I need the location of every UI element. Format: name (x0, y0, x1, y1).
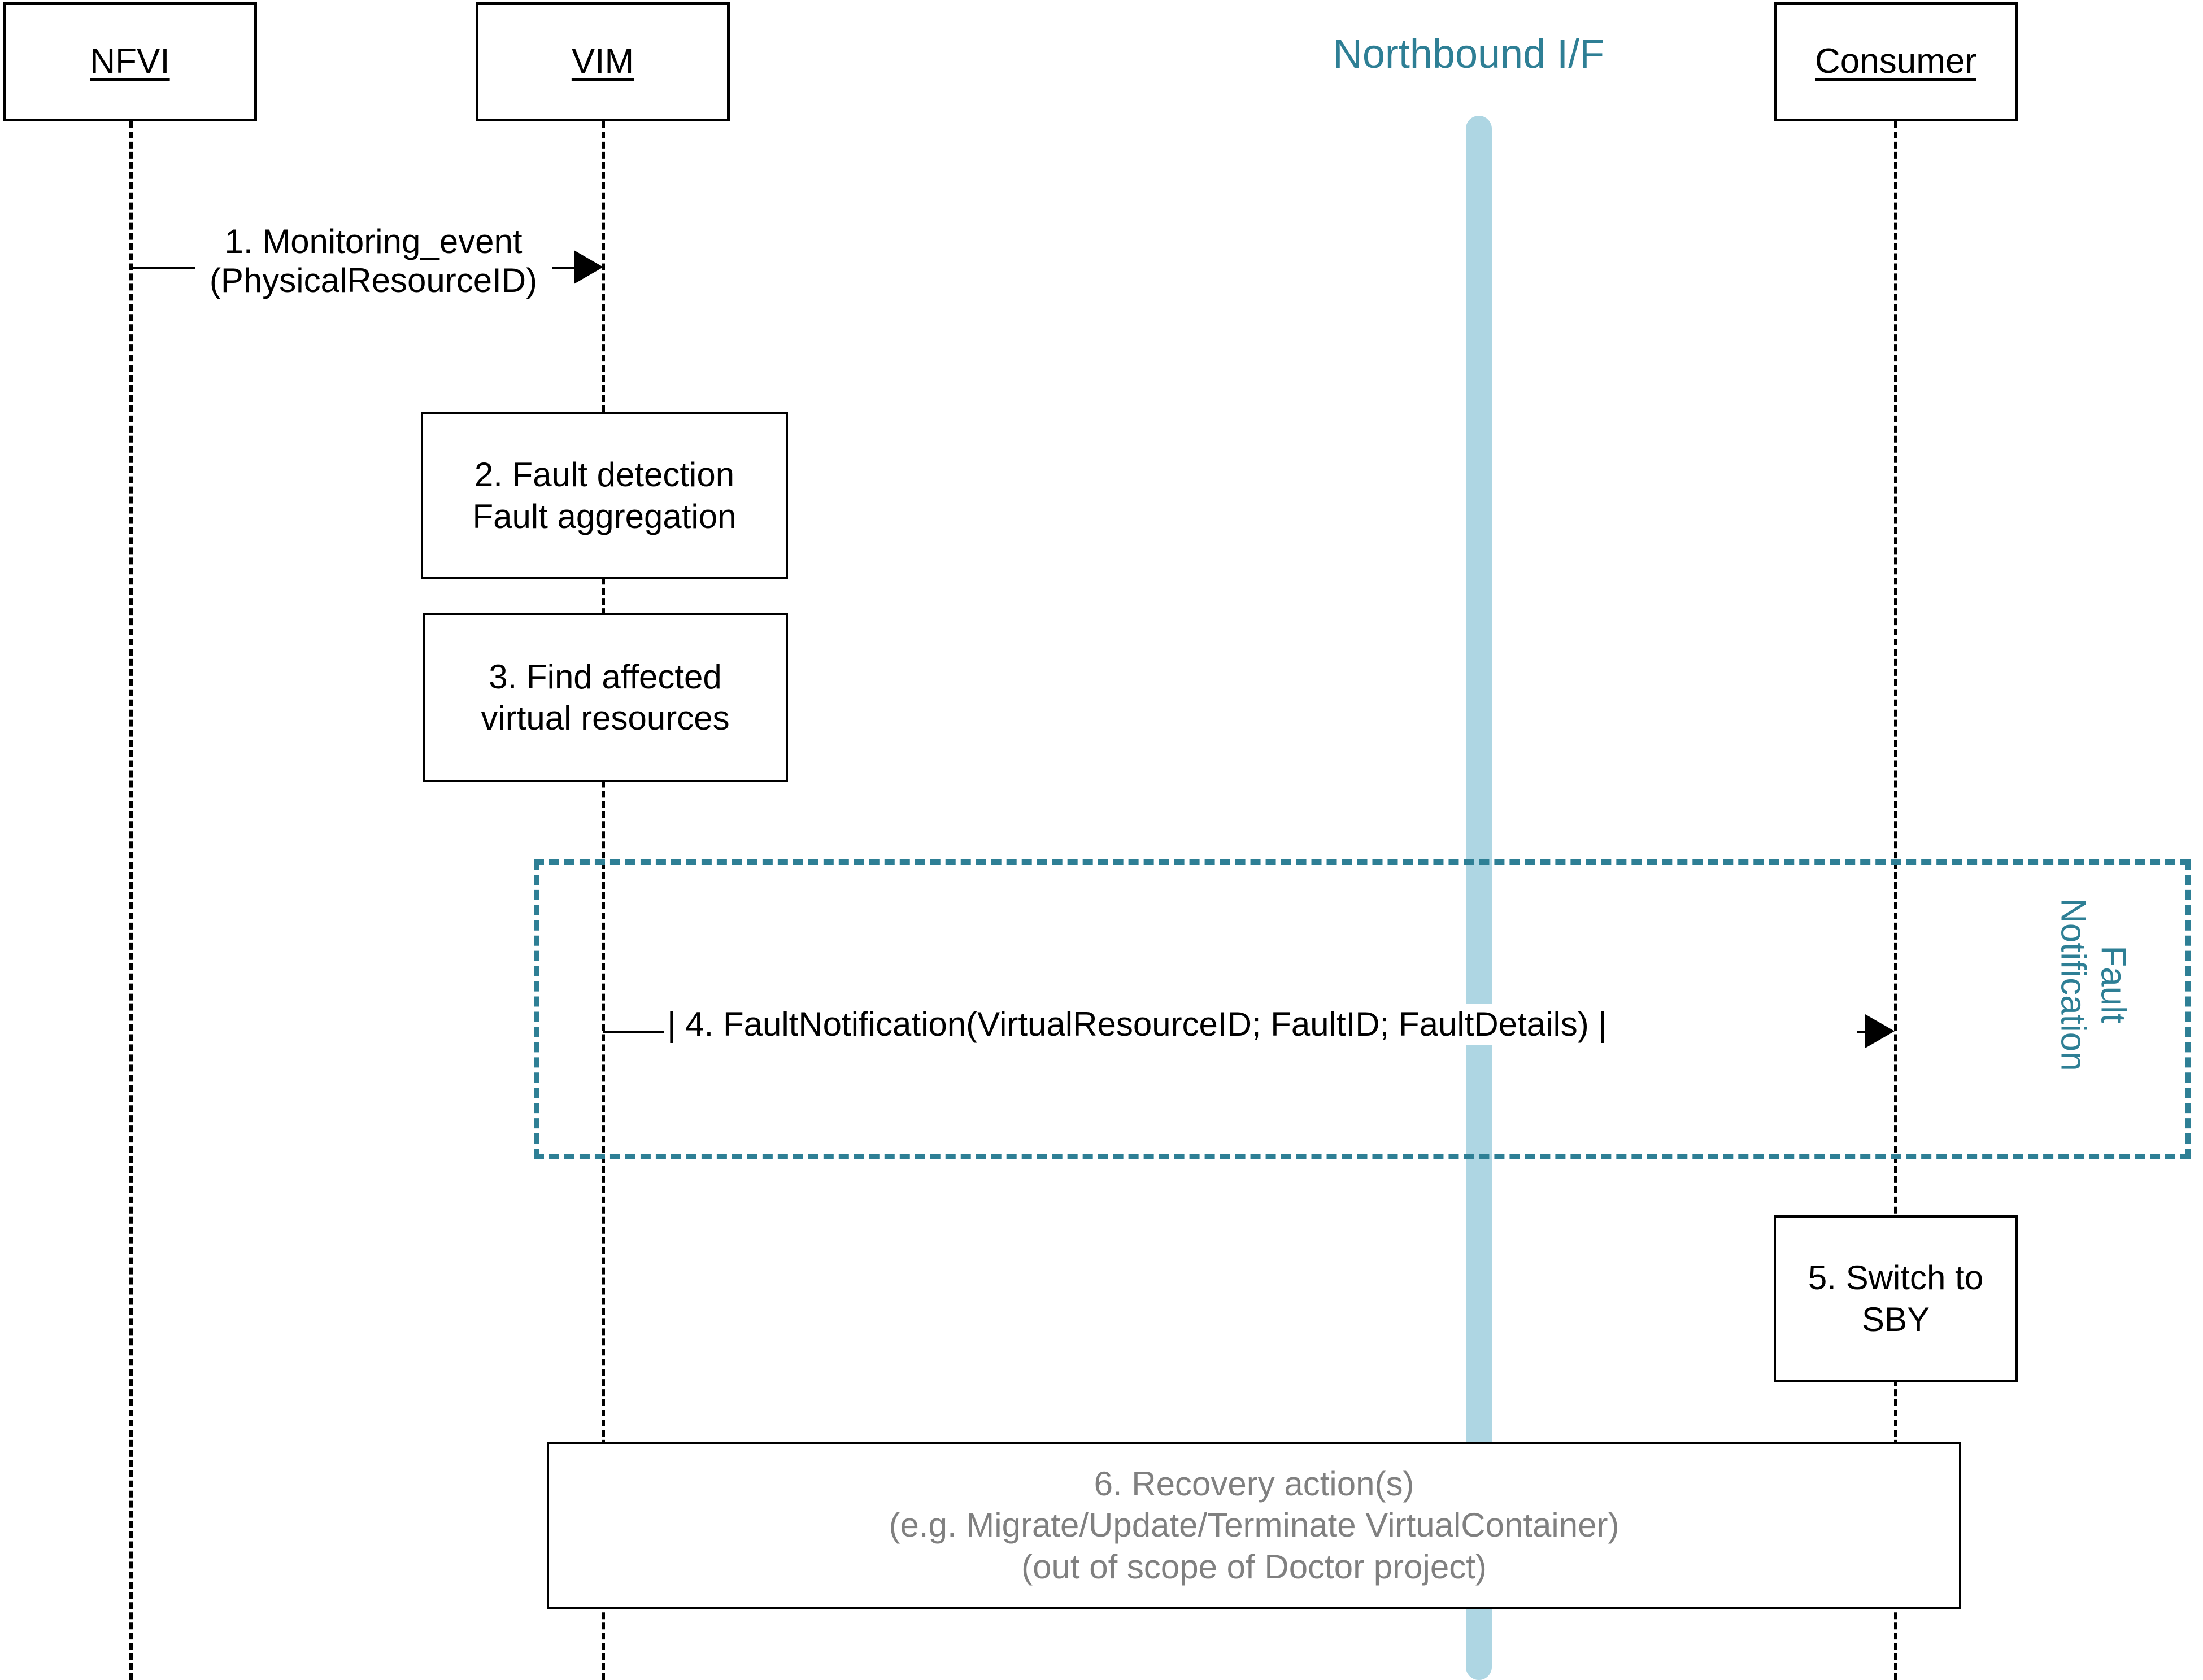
action-box-2-line2: Fault aggregation (472, 497, 737, 535)
action-box-6-line2: (e.g. Migrate/Update/Terminate VirtualCo… (889, 1506, 1619, 1544)
action-box-find-affected-resources[interactable]: 3. Find affected virtual resources (423, 613, 788, 782)
action-box-3-line1: 3. Find affected (489, 657, 722, 696)
action-box-6-line3: (out of scope of Doctor project) (1021, 1547, 1487, 1586)
lifeline-line-consumer (1894, 121, 1897, 1680)
lifeline-header-consumer[interactable]: Consumer (1774, 2, 2018, 121)
action-box-2-line1: 2. Fault detection (474, 456, 735, 494)
message-arrowhead-4 (1865, 1014, 1895, 1048)
lifeline-label-vim: VIM (571, 42, 634, 81)
northbound-interface-title: Northbound I/F (1333, 32, 1605, 77)
lifeline-header-vim[interactable]: VIM (476, 2, 730, 121)
fault-notification-fragment-label: Fault Notification (2053, 871, 2134, 1097)
message-label-4: | 4. FaultNotification(VirtualResourceID… (664, 1004, 1857, 1045)
lifeline-line-vim (602, 121, 605, 1680)
lifeline-header-nfvi[interactable]: NFVI (3, 2, 257, 121)
action-box-5-line1: 5. Switch to (1808, 1259, 1984, 1297)
message-arrowhead-1 (574, 250, 603, 284)
action-box-5-line2: SBY (1861, 1300, 1930, 1338)
northbound-interface-bar (1466, 116, 1492, 1680)
message-label-1-line2: (PhysicalResourceID) (209, 261, 538, 299)
action-box-recovery-actions[interactable]: 6. Recovery action(s) (e.g. Migrate/Upda… (547, 1442, 1961, 1609)
fragment-label-line2: Notification (2053, 897, 2092, 1071)
lifeline-line-nfvi (129, 121, 133, 1680)
action-box-switch-to-sby[interactable]: 5. Switch to SBY (1774, 1215, 2018, 1382)
lifeline-label-consumer: Consumer (1815, 42, 1976, 81)
message-label-1: 1. Monitoring_event (PhysicalResourceID) (195, 222, 552, 300)
message-label-1-line1: 1. Monitoring_event (224, 222, 523, 260)
fault-notification-fragment (534, 859, 2191, 1159)
action-box-fault-detection[interactable]: 2. Fault detection Fault aggregation (421, 412, 788, 579)
action-box-6-line1: 6. Recovery action(s) (1094, 1465, 1414, 1503)
fragment-label-line1: Fault (2093, 945, 2133, 1024)
lifeline-label-nfvi: NFVI (90, 42, 170, 81)
action-box-3-line2: virtual resources (481, 699, 730, 737)
message-label-4-text: | 4. FaultNotification(VirtualResourceID… (667, 1005, 1608, 1043)
